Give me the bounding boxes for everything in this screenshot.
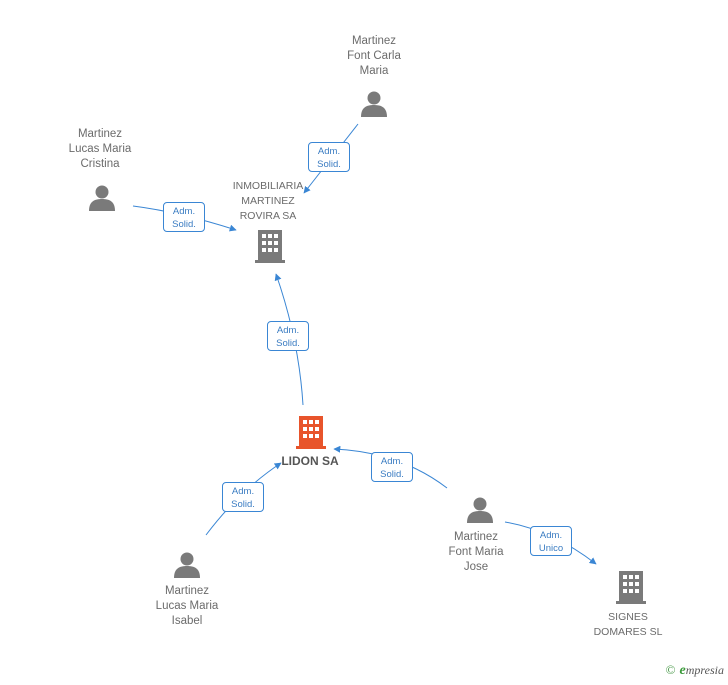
brand-name: mpresia	[685, 663, 724, 677]
relation-badge[interactable]: Adm. Unico	[530, 526, 572, 556]
node-label-lidon[interactable]: LIDON SA	[281, 454, 339, 468]
nodes-layer	[89, 91, 646, 604]
building-icon[interactable]	[296, 416, 326, 449]
building-icon[interactable]	[255, 230, 285, 263]
copyright-icon: ©	[665, 662, 676, 677]
relation-badge[interactable]: Adm. Solid.	[371, 452, 413, 482]
relation-badge[interactable]: Adm. Solid.	[163, 202, 205, 232]
node-label-inmobiliaria[interactable]: INMOBILIARIA MARTINEZ ROVIRA SA	[232, 180, 304, 222]
node-label-font-jose[interactable]: Martinez Font Maria Jose	[448, 531, 504, 573]
node-label-lucas-cristina[interactable]: Martinez Lucas Maria Cristina	[68, 128, 132, 170]
brand-logo[interactable]: ©empresia	[666, 662, 724, 679]
person-icon[interactable]	[89, 185, 115, 212]
building-icon[interactable]	[616, 571, 646, 604]
relation-badge[interactable]: Adm. Solid.	[267, 321, 309, 351]
relation-badge[interactable]: Adm. Solid.	[308, 142, 350, 172]
person-icon[interactable]	[467, 497, 493, 524]
node-label-font-carla[interactable]: Martinez Font Carla Maria	[347, 35, 401, 77]
node-label-lucas-isabel[interactable]: Martinez Lucas Maria Isabel	[155, 585, 219, 627]
person-icon[interactable]	[174, 552, 200, 579]
relation-badge[interactable]: Adm. Solid.	[222, 482, 264, 512]
person-icon[interactable]	[361, 91, 387, 118]
brand-initial: e	[679, 663, 686, 678]
node-label-signes[interactable]: SIGNES DOMARES SL	[593, 611, 663, 638]
edges-layer	[132, 123, 597, 565]
